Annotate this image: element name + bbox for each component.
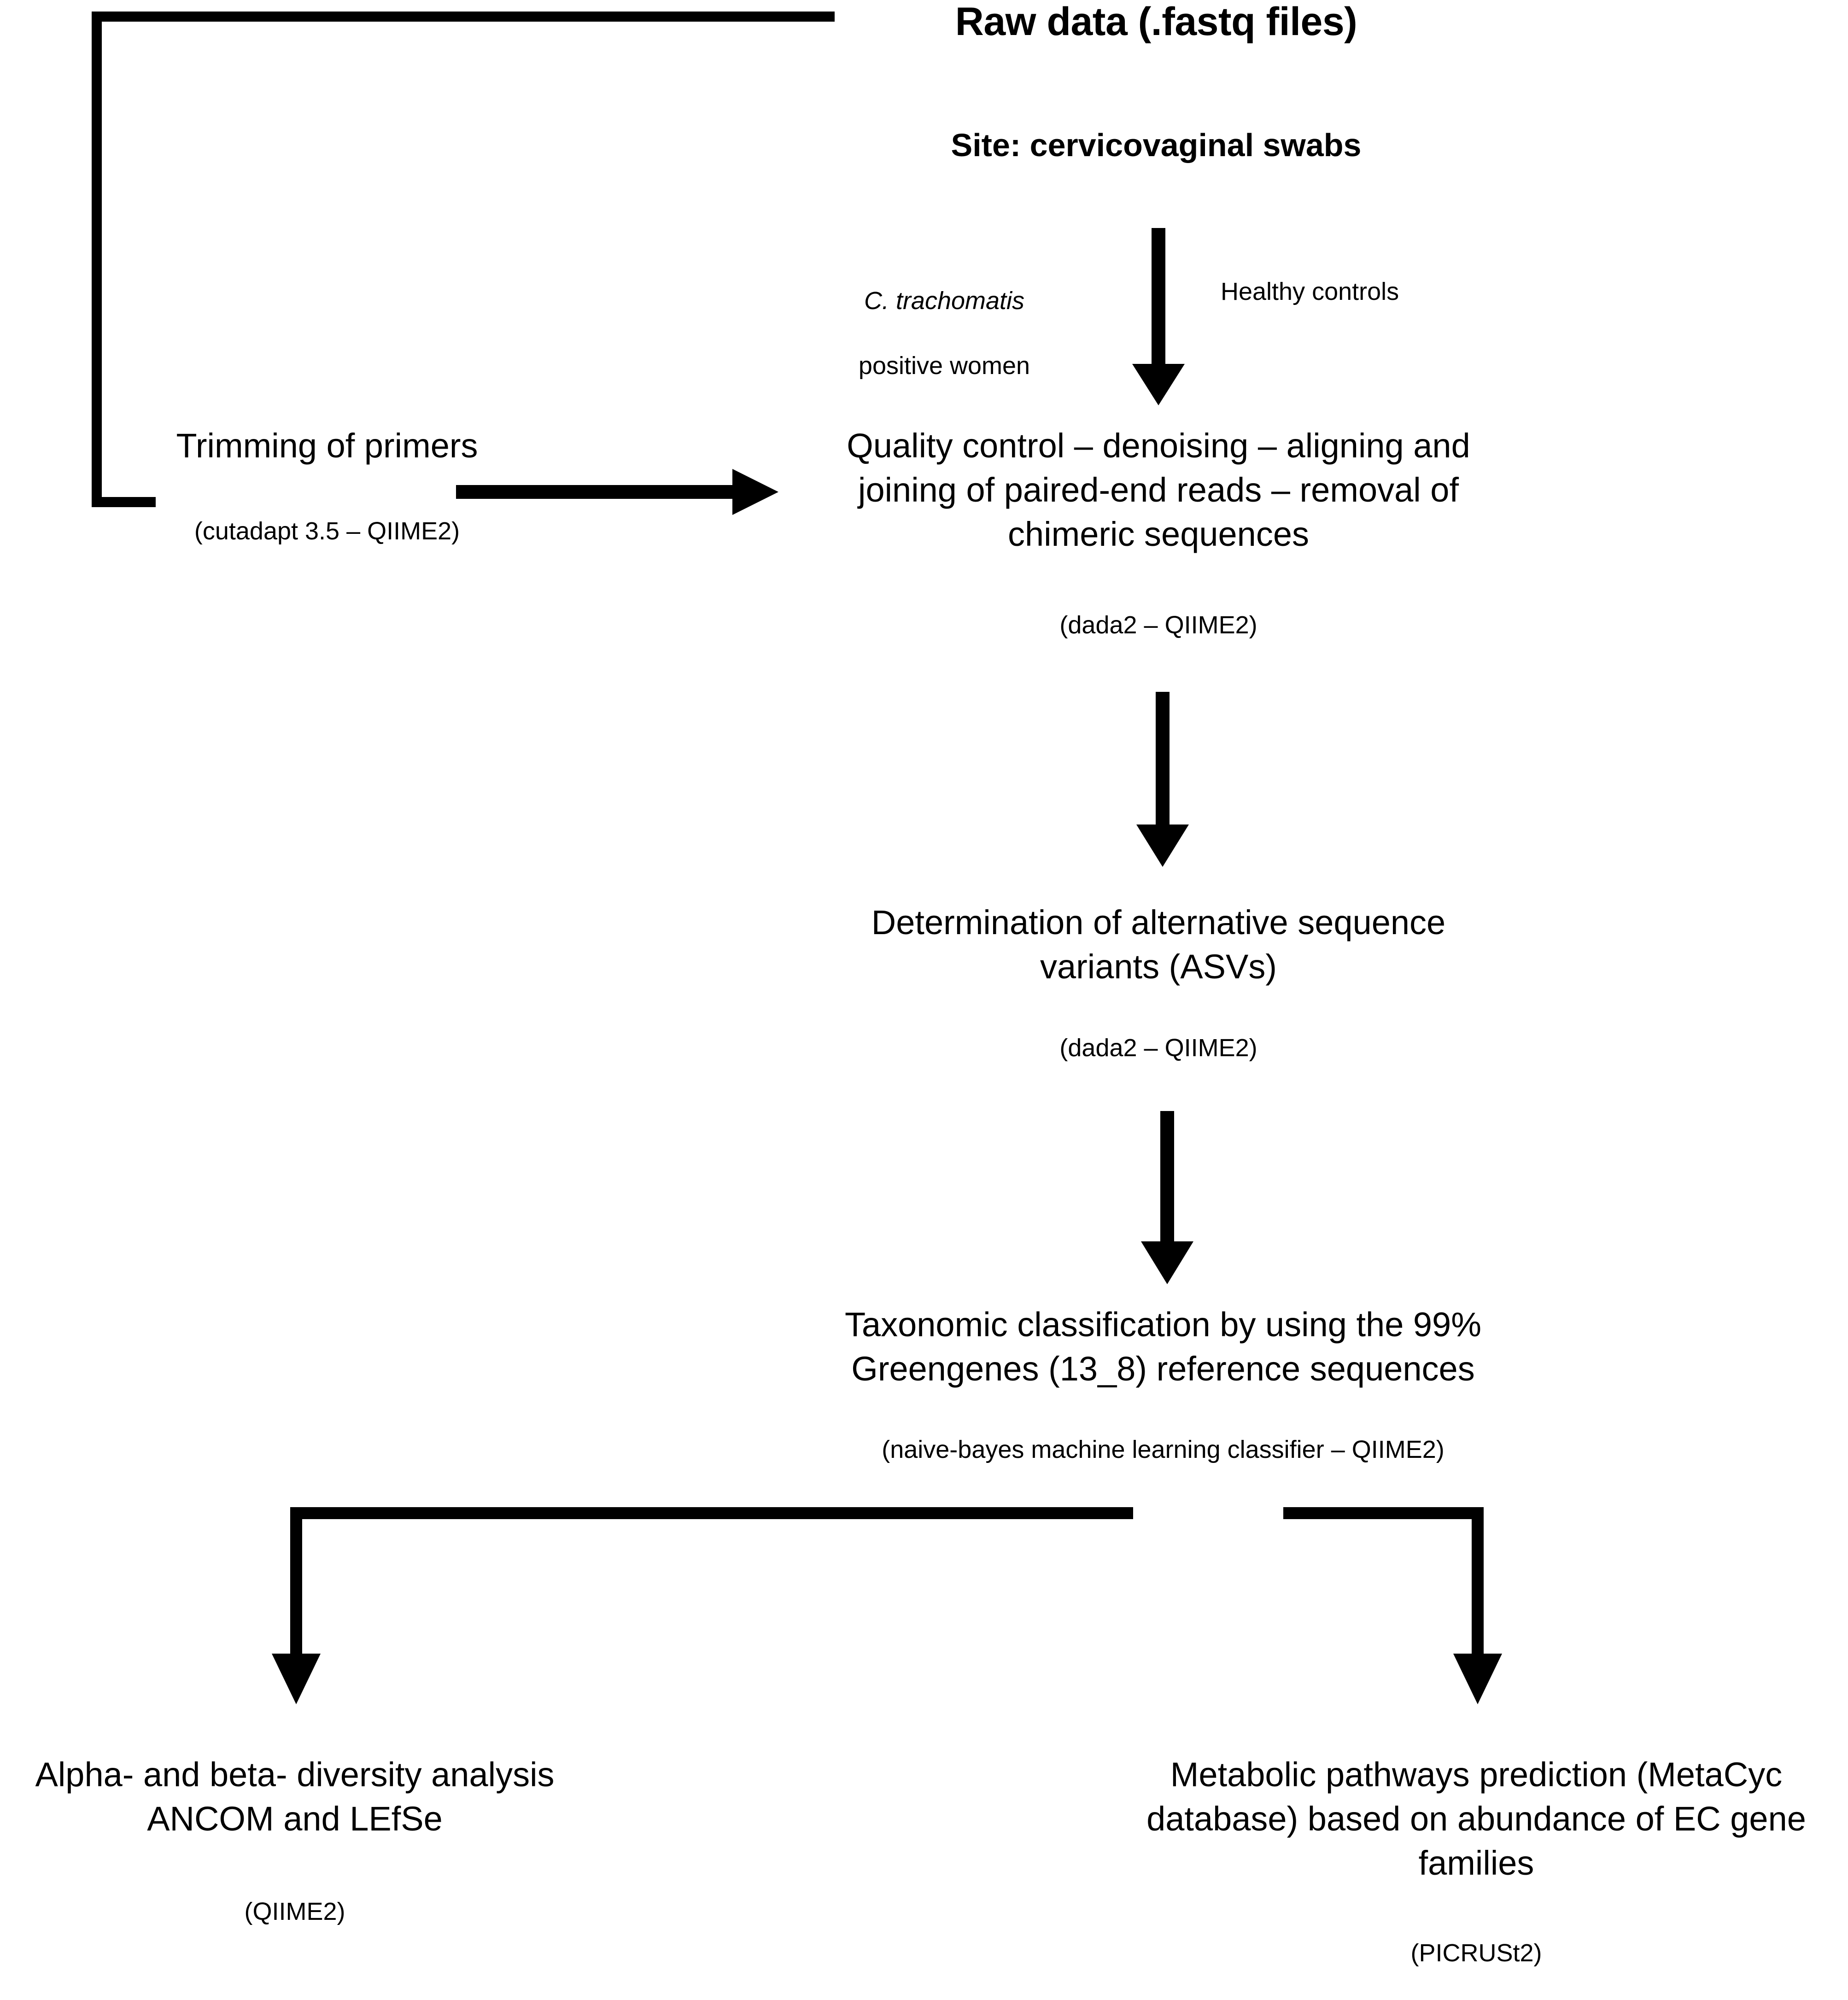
node-quality-control-label: Quality control – denoising – aligning a… xyxy=(847,427,1470,554)
node-raw-data-title: Raw data (.fastq files) xyxy=(955,0,1357,44)
edge-taxonomy-to-diversity xyxy=(272,1507,1133,1704)
edge-cohorts-to-qc xyxy=(1132,228,1185,405)
edge-label-ct-positive: C. trachomatis positive women xyxy=(801,252,1087,382)
node-quality-control-tool: (dada2 – QIIME2) xyxy=(1059,611,1257,639)
edge-label-healthy-controls: Healthy controls xyxy=(1221,278,1399,305)
edge-asv-to-taxonomy xyxy=(1141,1111,1193,1284)
edge-label-ct-positive-women: positive women xyxy=(858,351,1030,380)
node-taxonomy-tool: (naive-bayes machine learning classifier… xyxy=(882,1436,1444,1463)
node-pathways-tool: (PICRUSt2) xyxy=(1410,1939,1542,1967)
node-diversity-label: Alpha- and beta- diversity analysis ANCO… xyxy=(35,1755,555,1838)
node-raw-data-subtitle: Site: cervicovaginal swabs xyxy=(951,127,1362,163)
edge-rawdata-to-trimming xyxy=(92,12,835,507)
node-asv-tool: (dada2 – QIIME2) xyxy=(1059,1034,1257,1062)
node-taxonomy-label: Taxonomic classification by using the 99… xyxy=(844,1305,1482,1388)
node-trimming-tool: (cutadapt 3.5 – QIIME2) xyxy=(194,517,460,545)
node-pathways-label: Metabolic pathways prediction (MetaCyc d… xyxy=(1146,1755,1806,1883)
edge-trimming-to-qc xyxy=(456,469,778,515)
edge-qc-to-asv xyxy=(1136,692,1189,867)
edge-label-ct-positive-species: C. trachomatis xyxy=(864,287,1025,315)
node-trimming-label: Trimming of primers xyxy=(176,427,478,465)
edge-taxonomy-to-pathways xyxy=(1283,1507,1502,1704)
node-asv-label: Determination of alternative sequence va… xyxy=(871,903,1446,986)
node-diversity-tool: (QIIME2) xyxy=(244,1898,345,1925)
